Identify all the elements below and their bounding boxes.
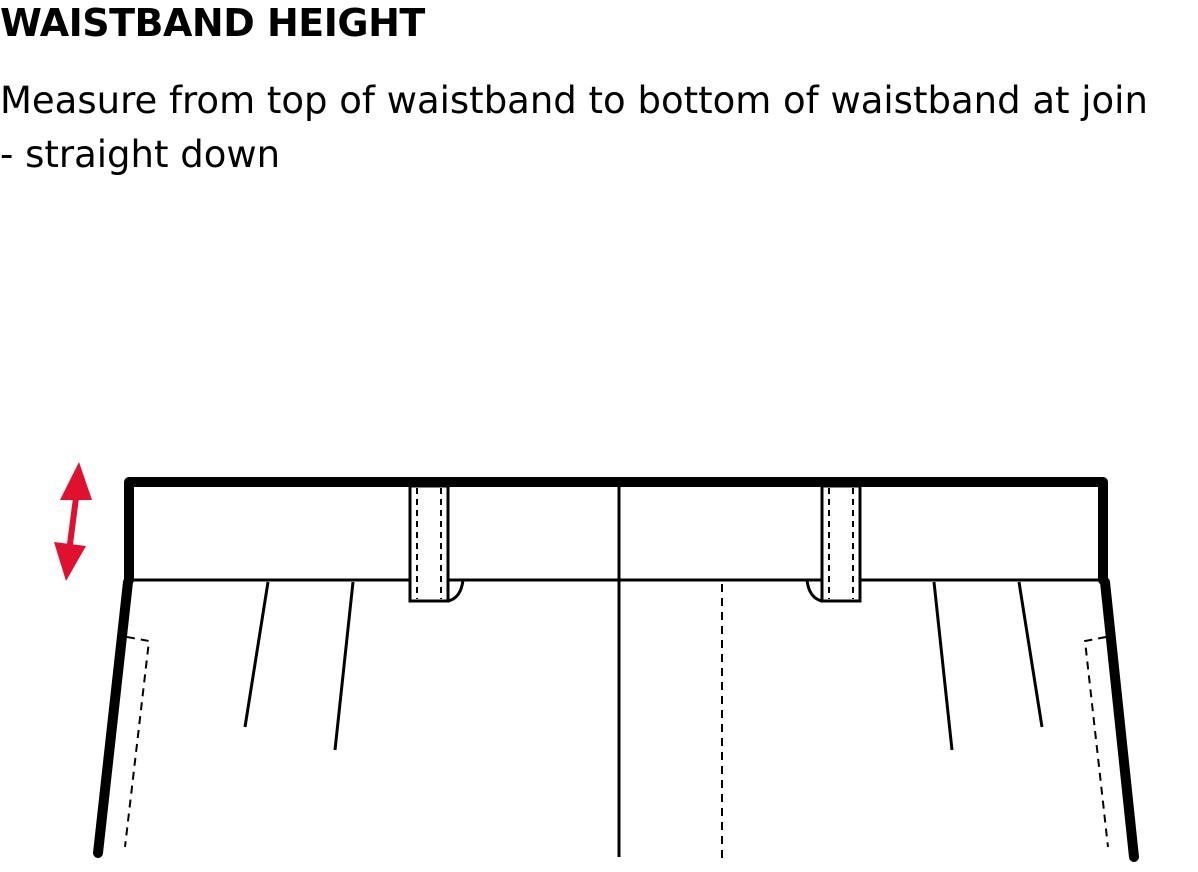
right-side-seam	[1100, 577, 1139, 862]
left-pleat-1	[243, 581, 270, 728]
measurement-instructions: Measure from top of waistband to bottom …	[0, 74, 1148, 182]
right-pleat-1	[932, 581, 954, 751]
right-belt-loop	[805, 484, 862, 603]
left-belt-loop	[408, 484, 465, 603]
right-pleat-2	[1017, 581, 1044, 728]
left-side-seam	[93, 577, 133, 858]
waistband-top-edge	[124, 477, 1108, 585]
instruction-line-1: Measure from top of waistband to bottom …	[0, 79, 1148, 122]
left-pocket-stitch	[124, 636, 151, 848]
right-pocket-stitch	[1083, 636, 1109, 848]
page-title: WAISTBAND HEIGHT	[0, 1, 425, 45]
instruction-line-2: - straight down	[0, 133, 281, 176]
left-pleat-2	[333, 581, 355, 751]
double-arrow-vertical-icon	[54, 462, 92, 581]
